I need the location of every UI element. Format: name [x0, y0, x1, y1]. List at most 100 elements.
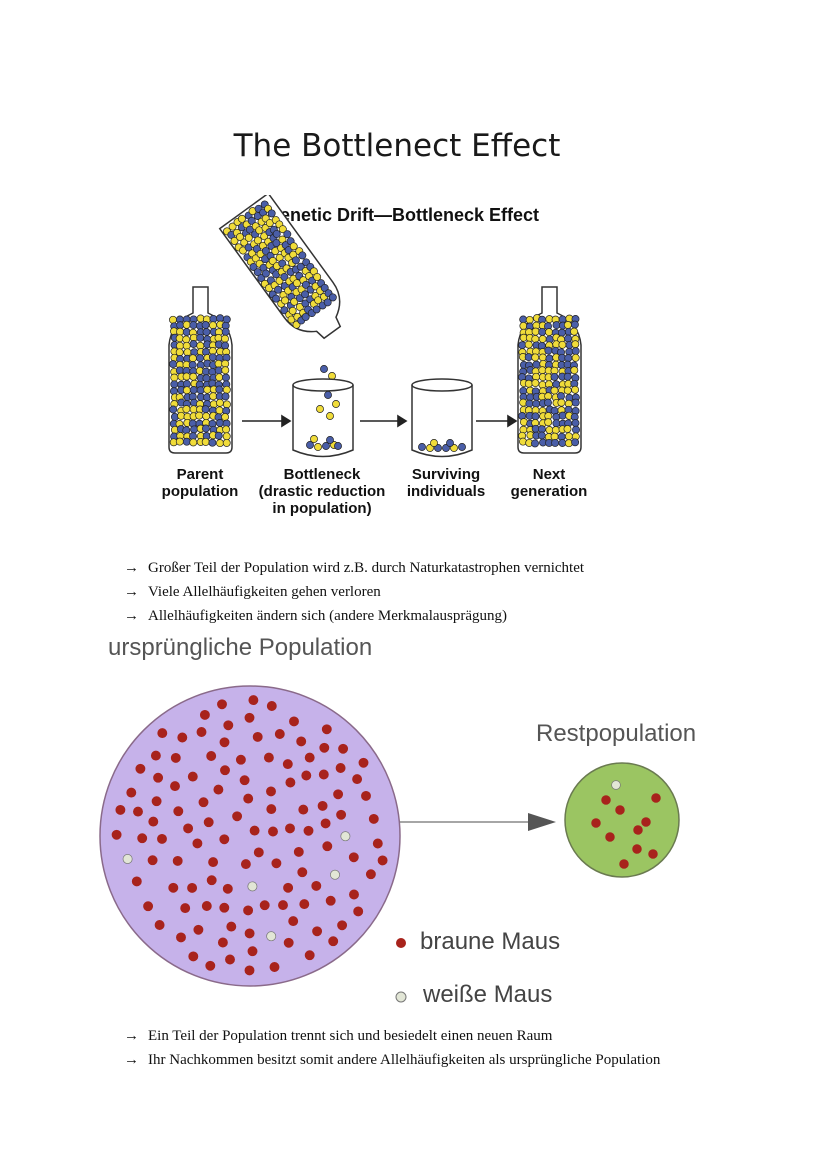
bead	[518, 341, 527, 350]
bead	[169, 315, 177, 324]
brown-mouse-dot	[605, 832, 615, 842]
brown-mouse-dot	[321, 724, 332, 735]
brown-mouse-dot	[183, 823, 194, 834]
brown-mouse-dot	[269, 962, 280, 972]
bead	[531, 412, 540, 421]
bead	[531, 327, 540, 336]
brown-mouse-dot	[170, 752, 181, 763]
bead	[538, 335, 547, 343]
brown-mouse-dot	[203, 817, 214, 828]
bead	[524, 379, 533, 388]
bead	[551, 426, 560, 435]
stage-next-line1: Next	[533, 466, 566, 483]
bead	[326, 436, 334, 444]
bead	[221, 366, 230, 375]
brown-mouse-dot	[131, 876, 142, 887]
brown-mouse-dot	[180, 903, 191, 914]
bead	[188, 354, 197, 363]
brown-mouse-dot	[271, 858, 282, 869]
bead	[558, 439, 567, 447]
bead	[544, 398, 552, 407]
brown-mouse-dot	[298, 804, 309, 815]
brown-mouse-dot	[220, 765, 230, 776]
bead	[570, 366, 579, 375]
bead	[177, 411, 186, 420]
brown-mouse-dot	[137, 833, 148, 844]
bead	[176, 321, 185, 330]
bead	[446, 439, 454, 447]
brown-mouse-dot	[173, 806, 184, 817]
bead	[201, 437, 210, 446]
bead	[189, 438, 198, 447]
bead	[320, 365, 328, 373]
white-mouse-dot	[122, 854, 133, 864]
bead	[570, 320, 579, 329]
brown-mouse-dot	[151, 796, 162, 807]
brown-mouse-dot	[333, 789, 344, 800]
brown-mouse-dot	[157, 833, 167, 844]
stage-surviving-line1: Surviving	[412, 466, 480, 483]
brown-mouse-dot	[266, 786, 276, 797]
bead	[202, 374, 211, 383]
brown-mouse-dot	[222, 883, 233, 894]
bead	[195, 411, 204, 420]
bead	[222, 438, 231, 447]
brown-mouse-dot	[352, 774, 363, 785]
bead	[221, 359, 230, 368]
bead	[314, 443, 322, 451]
brown-mouse-dot	[372, 838, 383, 849]
arrow-icon: →	[124, 1052, 139, 1068]
brown-mouse-dot	[193, 924, 204, 935]
bead	[298, 251, 307, 260]
bullet-list-founder: →Ein Teil der Population trennt sich und…	[124, 1024, 660, 1072]
bead	[201, 424, 210, 433]
brown-mouse-dot	[304, 752, 315, 763]
bead	[316, 405, 324, 413]
brown-mouse-dot	[226, 921, 237, 932]
bead	[221, 334, 229, 343]
bead	[215, 398, 224, 407]
bead	[182, 341, 191, 350]
brown-mouse-dot	[325, 895, 336, 906]
brown-mouse-dot	[213, 784, 224, 795]
brown-mouse-dot	[312, 926, 323, 937]
bead	[215, 406, 224, 415]
bead	[571, 347, 580, 356]
bead	[550, 372, 559, 381]
bead	[418, 443, 426, 451]
brown-mouse-dot	[338, 743, 349, 754]
brown-mouse-dot	[187, 882, 198, 893]
brown-mouse-dot	[157, 728, 168, 739]
stage-bottleneck-line1: Bottleneck	[284, 466, 361, 483]
brown-mouse-dot	[266, 701, 277, 711]
list-item: →Ihr Nachkommen besitzt somit andere All…	[124, 1048, 660, 1072]
bead	[571, 438, 580, 447]
bead	[222, 400, 231, 409]
list-item: →Großer Teil der Population wird z.B. du…	[124, 556, 584, 580]
white-mouse-legend-icon	[395, 991, 407, 1003]
brown-mouse-dot	[240, 859, 251, 870]
brown-mouse-dot	[148, 816, 159, 827]
brown-mouse-dot	[153, 772, 164, 783]
arrow-icon: →	[124, 584, 139, 600]
bead	[532, 399, 541, 408]
bead	[221, 413, 230, 421]
stage-bottleneck-line3: in population)	[272, 500, 371, 517]
brown-mouse-dot	[304, 950, 315, 961]
brown-mouse-dot	[188, 951, 199, 962]
brown-mouse-dot	[648, 849, 658, 859]
bead	[310, 435, 318, 443]
brown-mouse-dot	[285, 777, 296, 788]
bead	[306, 441, 314, 449]
bead	[222, 373, 230, 382]
brown-mouse-dot	[243, 793, 254, 804]
brown-mouse-dot	[170, 781, 180, 792]
bead	[189, 386, 198, 394]
brown-mouse-dot	[249, 825, 260, 836]
brown-mouse-dot	[201, 901, 212, 911]
brown-mouse-dot	[187, 771, 198, 782]
bead	[519, 321, 528, 330]
brown-mouse-dot	[172, 855, 183, 866]
brown-mouse-dot	[349, 889, 359, 900]
surviving-cup	[411, 378, 473, 458]
